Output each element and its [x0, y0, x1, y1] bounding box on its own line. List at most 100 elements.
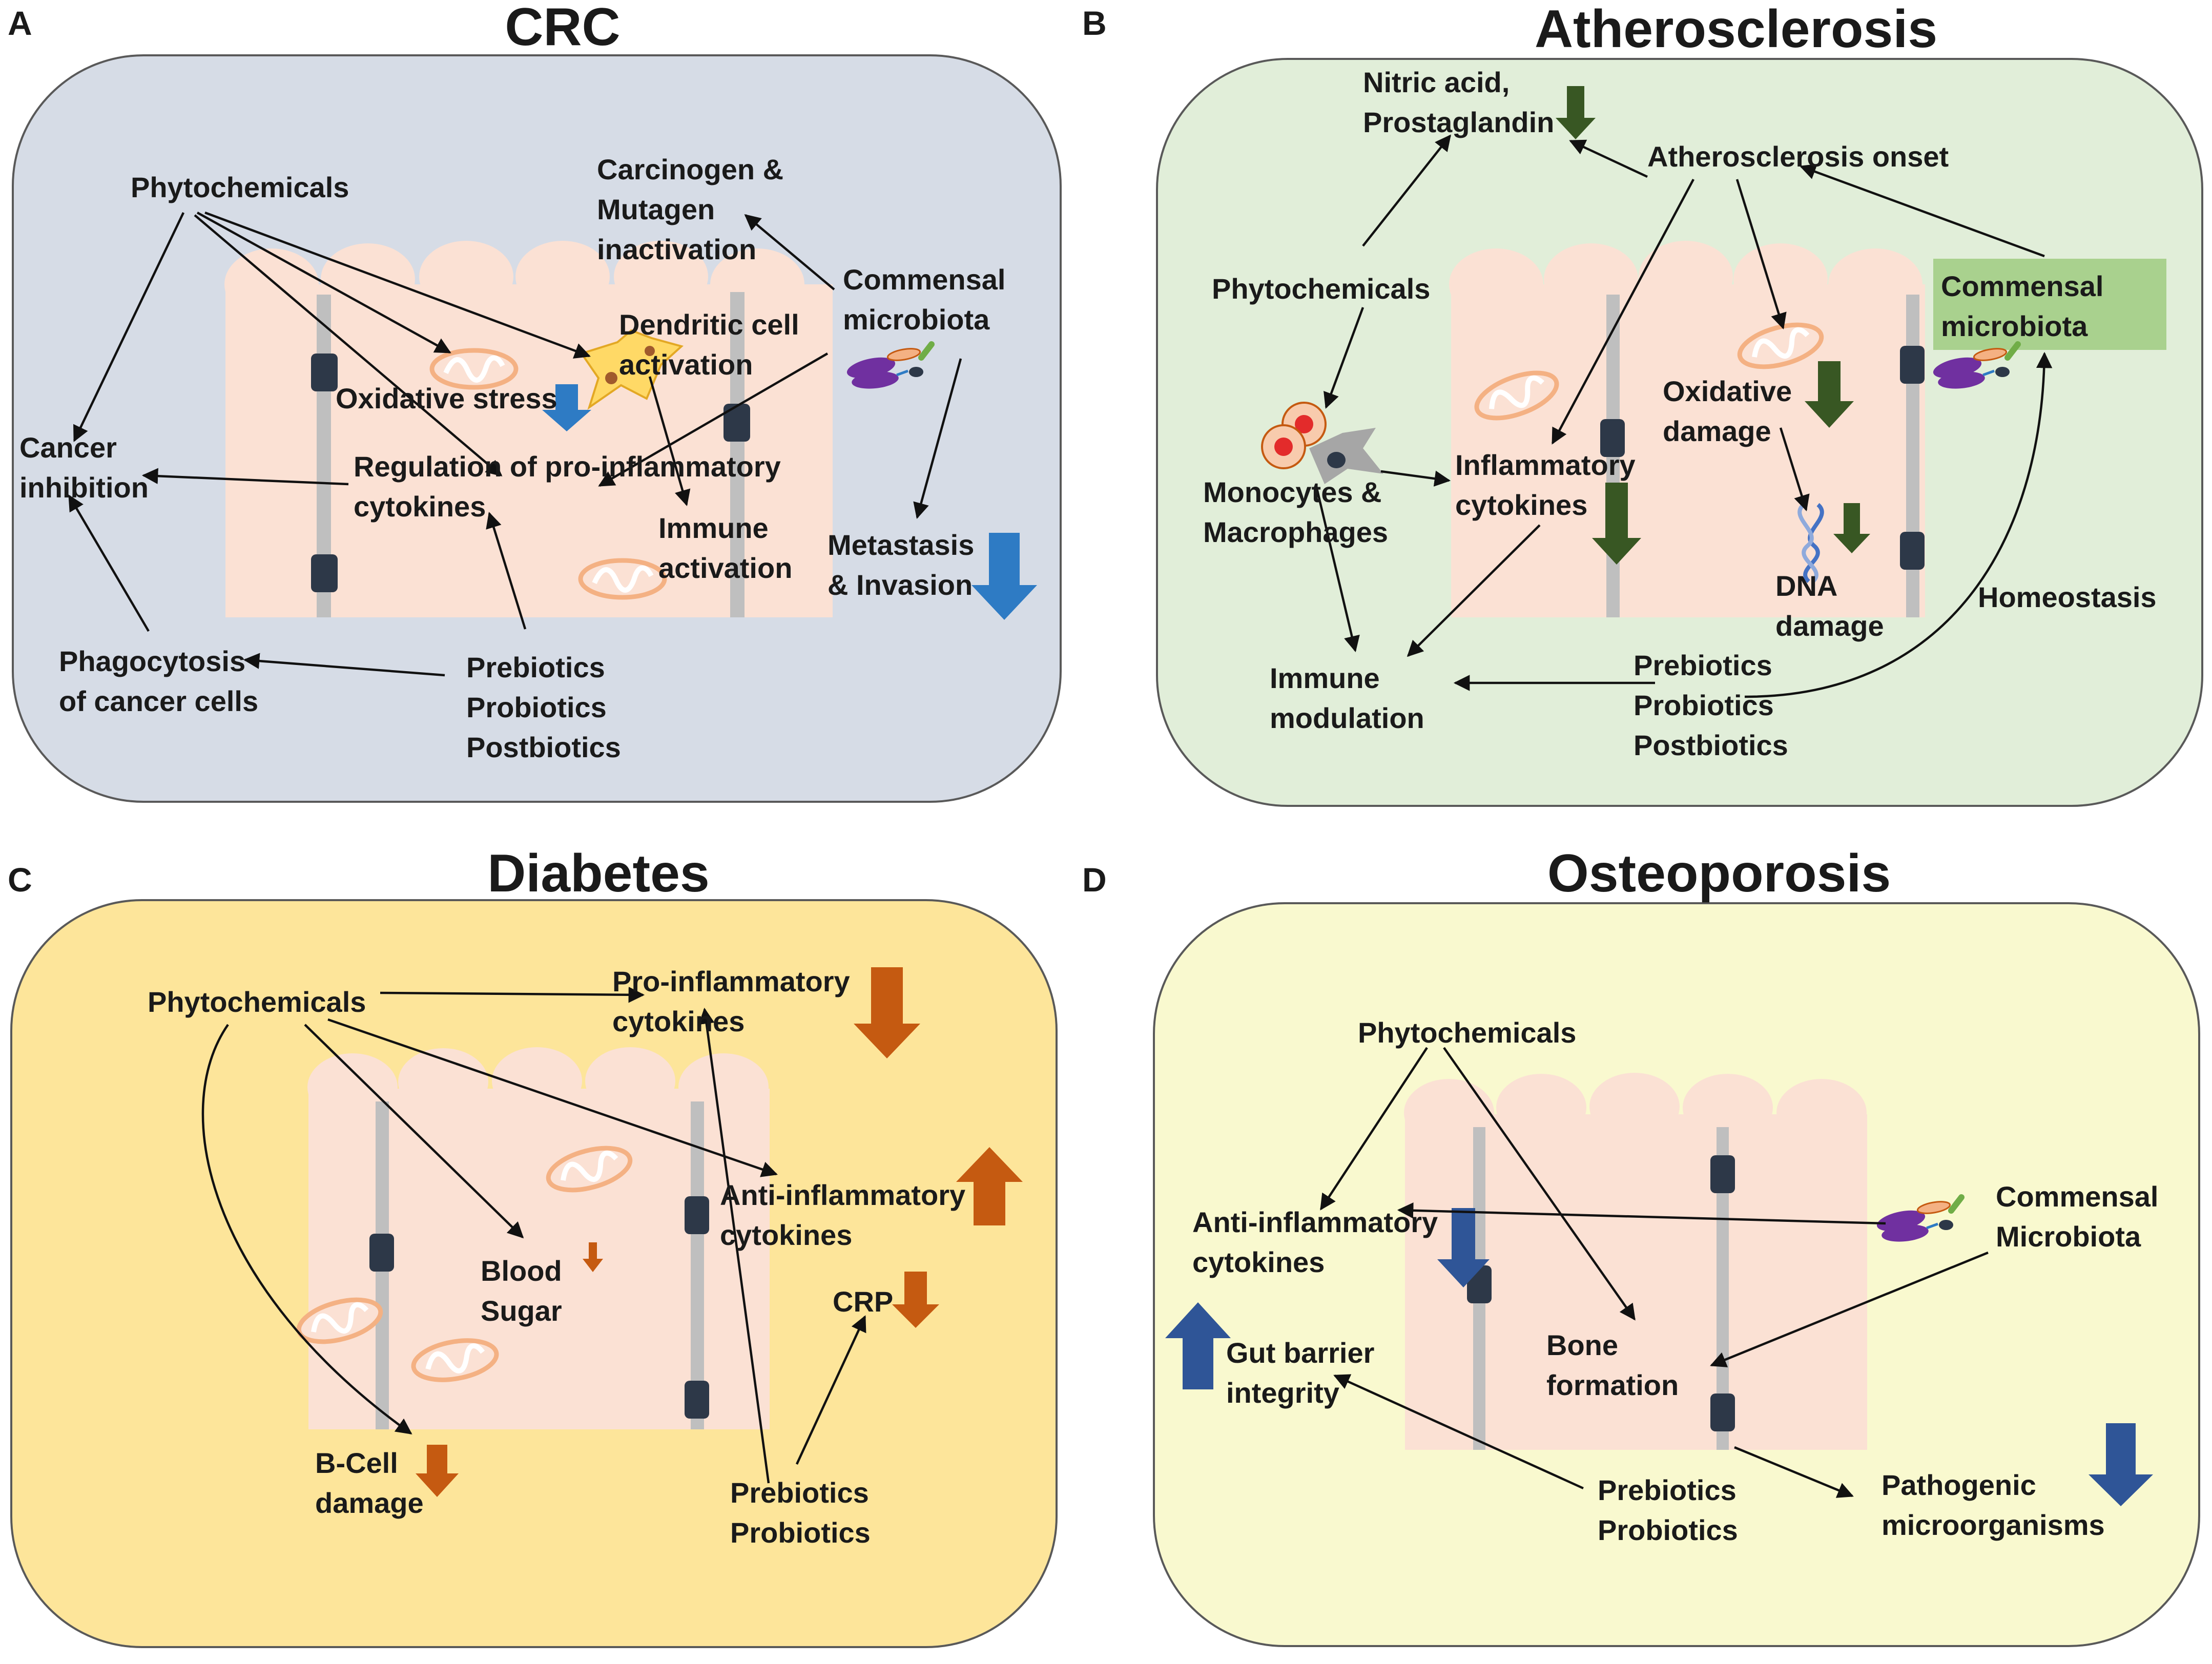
oxidative-stress-label: Oxidative stress — [336, 382, 557, 414]
mitochondrion-icon — [581, 560, 665, 597]
panel-d-letter: D — [1082, 861, 1107, 899]
bone-formation-label-line1: Bone — [1546, 1329, 1618, 1361]
down-arrow-icon — [542, 384, 591, 431]
atherosclerosis-onset-label: Atherosclerosis onset — [1647, 140, 1949, 173]
dendritic-cell-icon — [580, 329, 684, 410]
nitric-acid-label-line1: Nitric acid, — [1363, 66, 1510, 98]
panel-c-connectors — [201, 987, 866, 1484]
biotics-label-line1: Prebiotics — [466, 651, 605, 683]
bone-formation-label-line2: formation — [1546, 1369, 1679, 1401]
down-arrow-icon — [583, 1242, 603, 1272]
anti-inflammatory-label-line1: Anti-inflammatory — [720, 1179, 965, 1211]
biotics-label-line3: Postbiotics — [1634, 729, 1788, 761]
panel-d-title: Osteoporosis — [1547, 844, 1891, 903]
panel-c-labels: Phytochemicals Pro-inflammatory cytokine… — [148, 965, 965, 1549]
down-arrow-icon — [1556, 86, 1596, 139]
panel-b-connectors — [1314, 134, 2053, 698]
panel-d-epithelium — [1404, 1073, 1867, 1450]
blood-sugar-label-line1: Blood — [481, 1255, 562, 1287]
immune-modulation-label-line2: modulation — [1270, 702, 1424, 734]
metastasis-label-line1: Metastasis — [828, 529, 974, 561]
down-arrow-icon — [1833, 503, 1870, 553]
phagocytosis-label-line2: of cancer cells — [59, 685, 258, 717]
commensal-label-line2: microbiota — [1941, 310, 2088, 342]
panel-a-letter: A — [8, 4, 32, 42]
phytochemicals-label: Phytochemicals — [131, 171, 349, 203]
monocyte-icon — [1261, 402, 1383, 484]
inflammatory-cytokines-label-line1: Inflammatory — [1455, 449, 1636, 481]
carcinogen-label-line2: Mutagen — [597, 193, 715, 225]
panel-c-epithelium — [307, 1047, 770, 1429]
carcinogen-label-line3: inactivation — [597, 233, 756, 265]
blood-sugar-label-line2: Sugar — [481, 1295, 562, 1327]
oxidative-damage-label-line2: damage — [1663, 415, 1771, 447]
monocytes-label-line2: Macrophages — [1203, 516, 1388, 548]
down-arrow-icon — [854, 967, 920, 1058]
commensal-microbiota-box — [1933, 259, 2166, 350]
pro-inflammatory-label-line2: cytokines — [612, 1005, 745, 1037]
commensal-label-line1: Commensal — [843, 263, 1005, 296]
biotics-label-line3: Postbiotics — [466, 731, 621, 763]
commensal-label-line1: Commensal — [1941, 270, 2103, 302]
cancer-inhibition-label-line1: Cancer — [19, 431, 117, 464]
immune-activation-label-line2: activation — [658, 552, 792, 584]
cancer-inhibition-label-line2: inhibition — [19, 471, 149, 504]
panel-a-connectors — [68, 211, 962, 677]
phytochemicals-label: Phytochemicals — [1212, 273, 1430, 305]
commensal-label-line2: microbiota — [843, 303, 990, 336]
dna-icon — [1797, 503, 1824, 583]
biotics-label-line2: Probiotics — [730, 1516, 871, 1549]
panel-b-letter: B — [1082, 4, 1107, 42]
anti-inflammatory-label-line1: Anti-inflammatory — [1192, 1206, 1438, 1238]
gut-barrier-label-line2: integrity — [1226, 1377, 1339, 1409]
pro-inflammatory-label-line1: Pro-inflammatory — [612, 965, 850, 997]
panel-b: B Atherosclerosis — [1082, 0, 2203, 807]
homeostasis-label: Homeostasis — [1978, 581, 2157, 613]
phytochemicals-label: Phytochemicals — [148, 986, 366, 1018]
panel-b-title: Atherosclerosis — [1535, 0, 1937, 59]
biotics-label-line1: Prebiotics — [1634, 649, 1772, 681]
anti-inflammatory-label-line2: cytokines — [720, 1219, 852, 1251]
dendritic-label-line2: activation — [619, 348, 753, 381]
pathogenic-label-line2: microorganisms — [1882, 1509, 2105, 1541]
panel-d: D Osteoporosis Phytoc — [1082, 844, 2200, 1647]
panel-c: C Diabetes — [8, 844, 1058, 1648]
panel-c-letter: C — [8, 861, 32, 899]
monocytes-label-line1: Monocytes & — [1203, 476, 1382, 508]
down-arrow-icon — [1437, 1208, 1490, 1287]
b-cell-damage-label-line1: B-Cell — [315, 1447, 398, 1479]
panel-b-labels: Nitric acid, Prostaglandin Atheroscleros… — [1203, 66, 2157, 761]
regulation-label-line1: Regulation of pro-inflammatory — [354, 450, 781, 483]
biotics-label-line2: Probiotics — [1634, 689, 1774, 721]
up-arrow-icon — [1165, 1302, 1231, 1389]
crp-label: CRP — [833, 1285, 893, 1318]
panel-d-connectors — [1320, 1047, 1989, 1498]
biotics-label-line1: Prebiotics — [730, 1476, 869, 1509]
panel-a-epithelium — [224, 241, 833, 617]
dna-damage-label-line2: damage — [1775, 610, 1884, 642]
down-arrow-icon — [892, 1272, 939, 1328]
biotics-label-line2: Probiotics — [1598, 1514, 1738, 1546]
panel-a-labels: Phytochemicals Carcinogen & Mutagen inac… — [19, 153, 1005, 763]
oxidative-damage-label-line1: Oxidative — [1663, 375, 1792, 407]
gut-barrier-label-line1: Gut barrier — [1226, 1337, 1374, 1369]
commensal-label-line2: Microbiota — [1996, 1220, 2141, 1253]
inflammatory-cytokines-label-line2: cytokines — [1455, 489, 1587, 521]
biotics-label-line2: Probiotics — [466, 691, 607, 723]
panel-b-epithelium — [1449, 241, 1925, 617]
down-arrow-icon — [971, 533, 1037, 620]
nitric-acid-label-line2: Prostaglandin — [1363, 106, 1554, 138]
down-arrow-icon — [2089, 1423, 2153, 1506]
pathogenic-label-line1: Pathogenic — [1882, 1469, 2036, 1501]
panel-a-title: CRC — [505, 0, 620, 57]
panel-d-labels: Phytochemicals Anti-inflammatory cytokin… — [1192, 1016, 2158, 1546]
metastasis-label-line2: & Invasion — [828, 569, 973, 601]
phagocytosis-label-line1: Phagocytosis — [59, 645, 245, 677]
phytochemicals-label: Phytochemicals — [1358, 1016, 1576, 1049]
dendritic-label-line1: Dendritic cell — [619, 308, 799, 341]
carcinogen-label-line1: Carcinogen & — [597, 153, 783, 185]
down-arrow-icon — [1805, 361, 1854, 428]
down-arrow-icon — [1592, 483, 1641, 565]
biotics-label-line1: Prebiotics — [1598, 1474, 1736, 1506]
